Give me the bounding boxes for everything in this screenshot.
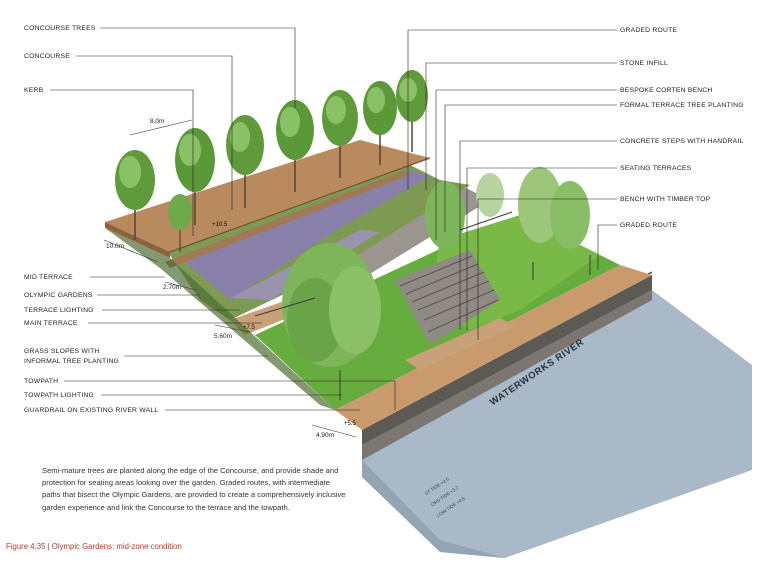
lower-path <box>405 318 515 370</box>
label-informal-tree-planting: INFORMAL TREE PLANTING <box>24 358 120 365</box>
dimension-10m: 10.0m <box>106 243 125 250</box>
label-towpath-lighting: TOWPATH LIGHTING <box>24 392 95 399</box>
label-graded-route-bottom: GRADED ROUTE <box>620 222 678 229</box>
kerb-line <box>169 157 431 253</box>
label-towpath: TOWPATH <box>24 378 59 385</box>
dimension-4-90m: 4.90m <box>316 432 335 439</box>
label-graded-route-top: GRADED ROUTE <box>620 27 678 34</box>
label-kerb: KERB <box>24 87 44 94</box>
concourse-edge <box>105 222 170 258</box>
label-stone-infill: STONE INFILL <box>620 60 668 67</box>
label-bespoke-corten-bench: BESPOKE CORTEN BENCH <box>620 87 713 94</box>
label-guardrail: GUARDRAIL ON EXISTING RIVER WALL <box>24 407 159 414</box>
label-terrace-lighting: TERRACE LIGHTING <box>24 307 94 314</box>
dimension-8m: 8.0m <box>150 118 165 125</box>
label-formal-terrace-tree-planting: FORMAL TERRACE TREE PLANTING <box>620 102 744 109</box>
towpath-surface <box>335 265 652 430</box>
level-towpath: +5.5 <box>344 421 356 427</box>
river-wall-face <box>362 290 652 460</box>
concourse-trees <box>115 70 428 252</box>
caption-text: Semi-mature trees are planted along the … <box>42 466 346 512</box>
level-main-terrace: +7.5 <box>243 325 255 331</box>
dimension-5-60m: 5.60m <box>214 333 233 340</box>
label-seating-terraces: SEATING TERRACES <box>620 165 692 172</box>
label-grass-slopes: GRASS SLOPES WITH <box>24 348 100 355</box>
left-leader-lines <box>50 27 396 411</box>
level-concourse: +10.5 <box>212 222 228 228</box>
purple-planting <box>180 170 430 300</box>
river-water-shade <box>362 460 505 558</box>
label-concourse-trees: CONCOURSE TREES <box>24 25 96 32</box>
label-main-terrace: MAIN TERRACE <box>24 320 78 327</box>
figure-caption: Figure 4.35 | Olympic Gardens: mid-zone … <box>6 542 182 551</box>
embankment-left <box>105 228 335 410</box>
label-mid-terrace: MID TERRACE <box>24 274 73 281</box>
willow-trees <box>282 167 590 367</box>
label-concrete-steps: CONCRETE STEPS WITH HANDRAIL <box>620 138 744 145</box>
label-olympic-gardens: OLYMPIC GARDENS <box>24 292 93 299</box>
dimension-2-70m: 2.70m <box>163 284 182 291</box>
river-wall <box>362 275 652 445</box>
label-concourse: CONCOURSE <box>24 53 70 60</box>
river-water <box>362 290 752 558</box>
dimension-lines <box>103 119 357 438</box>
right-leader-lines <box>407 29 617 340</box>
label-bench-timber-top: BENCH WITH TIMBER TOP <box>620 196 711 203</box>
mid-terrace-strip <box>165 170 410 268</box>
